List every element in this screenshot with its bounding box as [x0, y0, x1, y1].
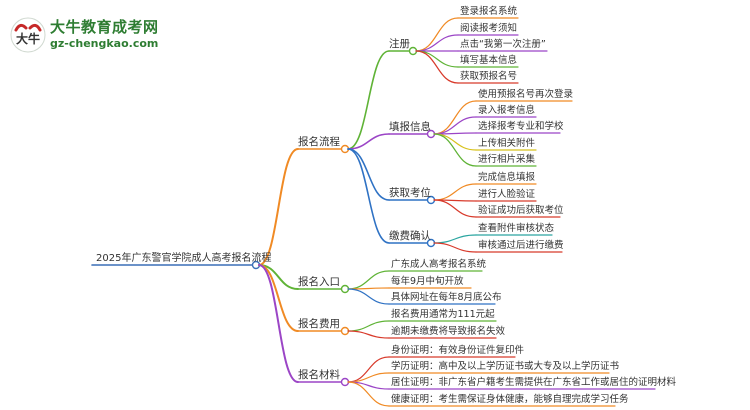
leaf: 上传相关附件: [478, 138, 536, 149]
connector-line: [433, 242, 477, 253]
leaf: 每年9月中旬开放: [391, 276, 464, 287]
connector-line: [347, 148, 390, 244]
leaf: 报名费用通常为111元起: [391, 309, 495, 320]
leaf: 阅读报考须知: [460, 23, 518, 34]
leaf: 选择报考专业和学校: [478, 121, 564, 132]
leaf: 登录报名系统: [460, 6, 518, 17]
leaf: 使用预报名号再次登录: [478, 89, 574, 100]
connector-line: [433, 133, 477, 167]
connector-line: [415, 50, 459, 84]
leaf: 进行相片采集: [478, 154, 536, 165]
branch-label: 报名材料: [298, 369, 340, 381]
connector-line: [347, 270, 390, 290]
connector-line: [347, 320, 390, 332]
connector-line: [433, 234, 477, 244]
leaf: 验证成功后获取考位: [478, 205, 564, 216]
svg-text:大牛: 大牛: [16, 31, 40, 46]
connector-line: [433, 116, 477, 135]
connector-line: [258, 148, 299, 266]
connector-line: [347, 133, 390, 150]
connector-line: [347, 356, 390, 383]
connector-line: [347, 50, 390, 150]
branch-label: 报名入口: [298, 276, 340, 288]
leaf: 身份证明：有效身份证件复印件: [391, 345, 525, 356]
connector-line: [433, 199, 477, 218]
leaf: 点击“我第一次注册”: [460, 39, 546, 50]
leaf: 查看附件审核状态: [478, 223, 555, 234]
leaf: 获取预报名号: [460, 71, 518, 82]
leaf: 具体网址在每年8月底公布: [391, 292, 502, 303]
connector-line: [347, 381, 390, 407]
site-logo[interactable]: 大牛 大牛教育成考网 gz-chengkao.com: [8, 14, 178, 54]
leaf: 完成信息填报: [478, 172, 536, 183]
connector-line: [347, 148, 390, 201]
bull-logo-icon: 大牛: [10, 17, 46, 53]
leaf: 健康证明：考生需保证身体健康，能够自理完成学习任务: [391, 394, 629, 405]
logo-url: gz-chengkao.com: [50, 37, 159, 50]
connector-line: [415, 17, 459, 52]
branch-label: 报名流程: [298, 136, 340, 148]
connector-line: [347, 288, 390, 305]
connector-line: [347, 330, 390, 339]
sub-branch-label: 获取考位: [389, 187, 431, 199]
sub-branch-label: 填报信息: [389, 121, 431, 133]
leaf: 审核通过后进行缴费: [478, 240, 564, 251]
connector-line: [433, 133, 477, 151]
connector-line: [415, 50, 459, 68]
leaf: 填写基本信息: [460, 55, 518, 66]
sub-branch-label: 注册: [389, 38, 410, 50]
root-label: 2025年广东警官学院成人高考报名流程: [96, 253, 272, 264]
leaf: 学历证明：高中及以上学历证书或大专及以上学历证书: [391, 361, 620, 372]
leaf: 广东成人高考报名系统: [391, 259, 487, 270]
branch-label: 报名费用: [298, 318, 340, 330]
leaf: 录入报考信息: [478, 105, 536, 116]
leaf: 居住证明：非广东省户籍考生需提供在广东省工作或居住的证明材料: [391, 377, 677, 388]
leaf: 逾期未缴费将导致报名失效: [391, 326, 506, 337]
connector-line: [433, 183, 477, 201]
sub-branch-label: 缴费确认: [389, 230, 431, 242]
connector-line: [415, 34, 459, 52]
connector-line: [258, 264, 299, 383]
logo-title: 大牛教育成考网: [50, 18, 159, 36]
leaf: 进行人脸验证: [478, 189, 536, 200]
